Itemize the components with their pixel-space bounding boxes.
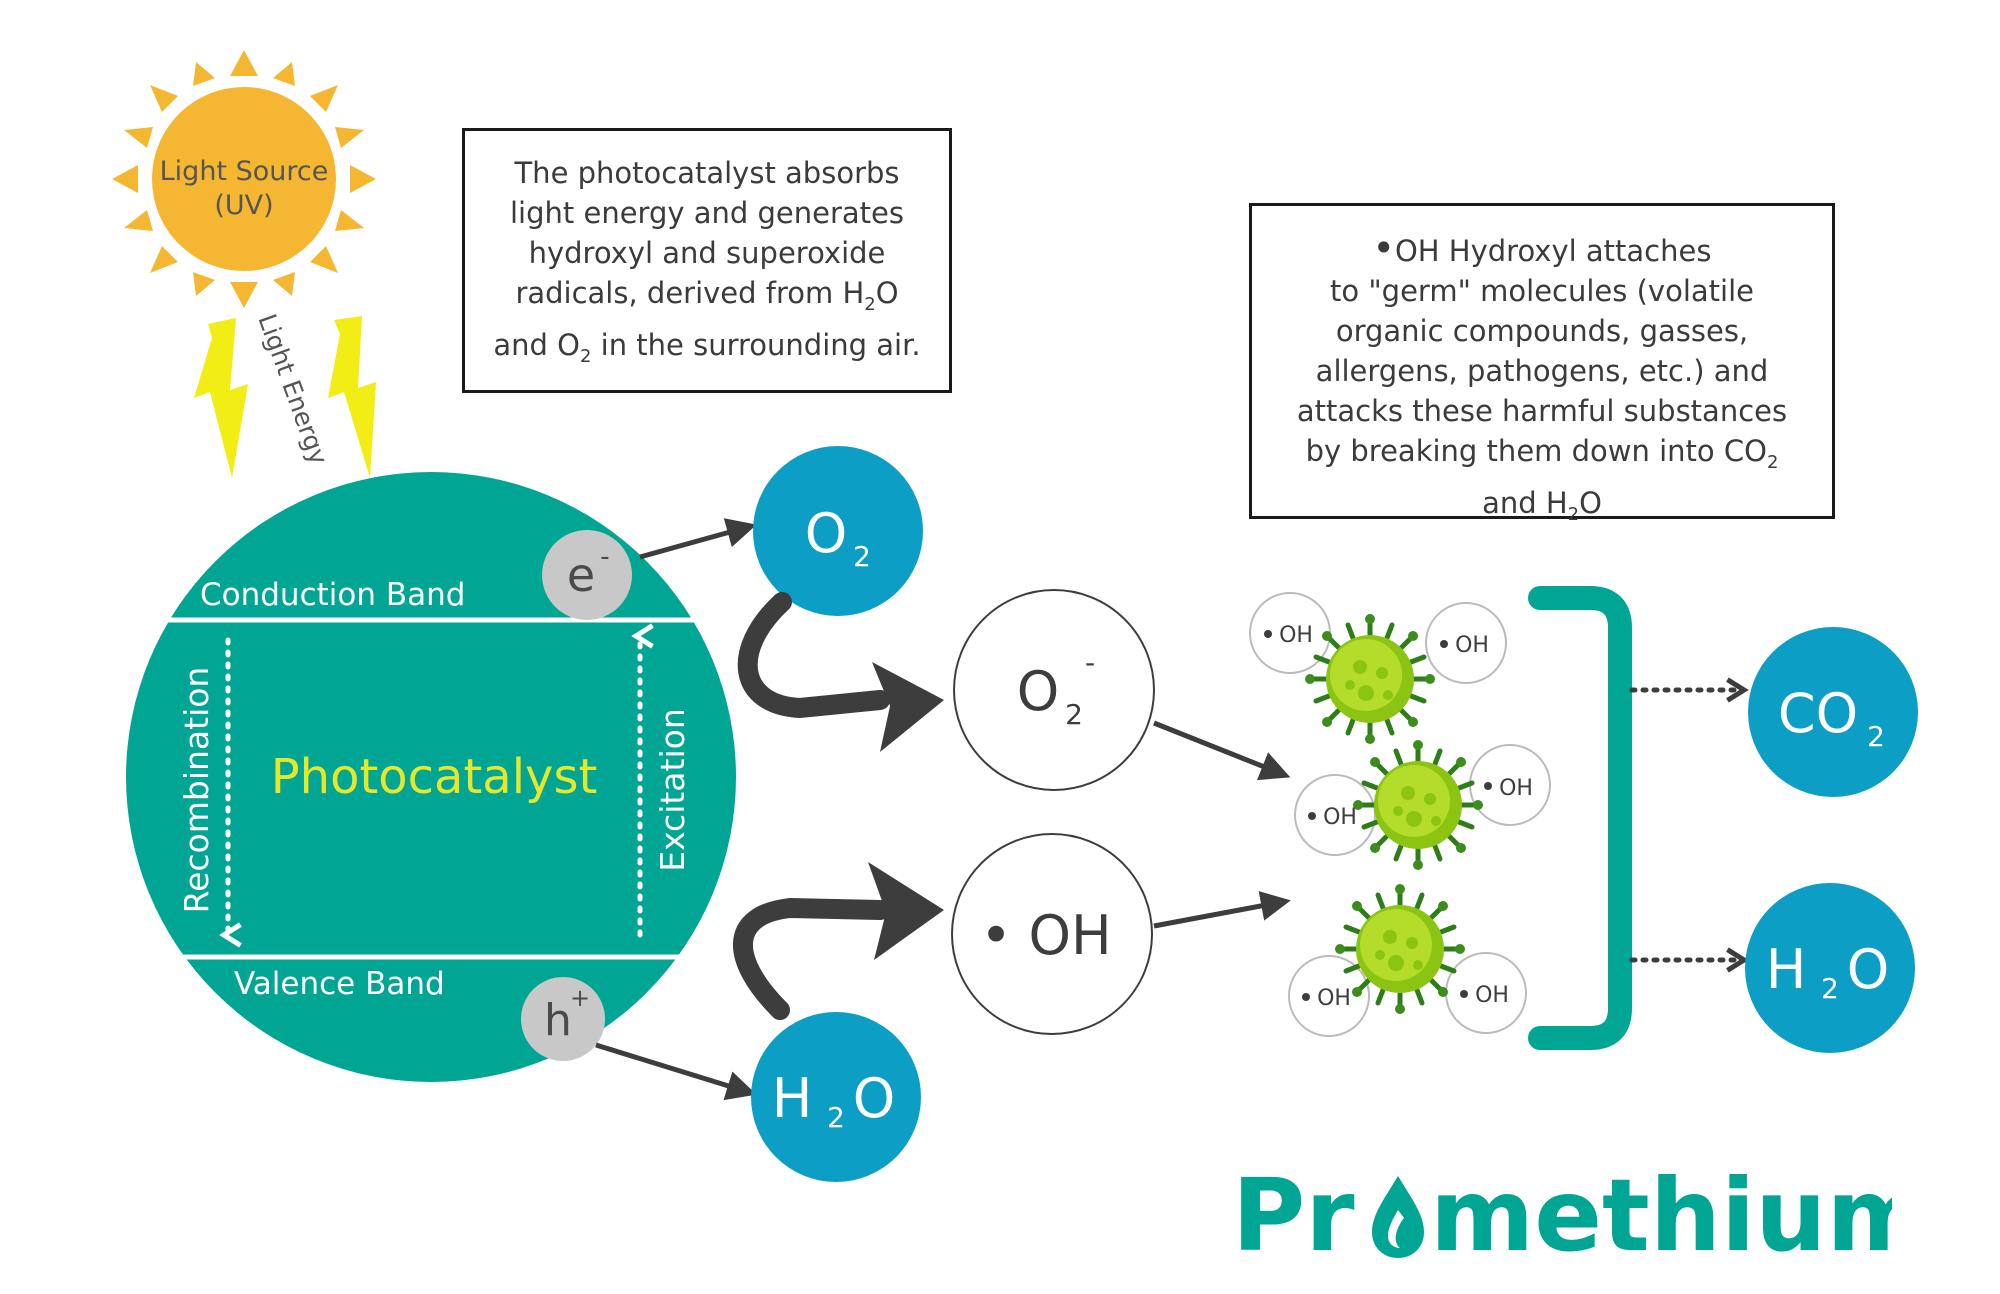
germ-icon [1305, 614, 1435, 744]
curved-arrow-o2-to-superoxide [737, 592, 890, 719]
info-text: and H [1482, 485, 1568, 520]
conduction-band-label: Conduction Band [200, 577, 465, 613]
h2o-out-o: O [1847, 938, 1890, 1001]
oh-dot [1440, 640, 1448, 648]
oh-dot [1308, 812, 1316, 820]
logo-text-end: methium [1430, 1158, 1892, 1268]
info-text: radicals, derived from H [515, 276, 865, 310]
arrow-hydroxyl-to-germs [1153, 891, 1291, 929]
hydroxyl-radical [951, 833, 1153, 1035]
curved-arrow-h2o-to-hydroxyl [733, 897, 890, 1020]
lightning-bolt-icon [328, 316, 376, 478]
oh-label: OH [1323, 805, 1357, 830]
info-line: attacks these harmful substances [1296, 394, 1788, 428]
oh-label: OH [1499, 776, 1533, 801]
info-line: radicals, derived from H2O [475, 273, 939, 325]
electron-charge: - [600, 542, 609, 572]
recombination-label: Recombination [177, 667, 216, 914]
h2o-out-h: H [1766, 938, 1807, 1001]
superoxide-charge: - [1085, 646, 1095, 679]
info-subscript: 2 [864, 293, 876, 315]
hydroxyl-symbol: OH [1028, 904, 1111, 967]
h2o-molecule [751, 1012, 921, 1182]
hole-charge: + [570, 984, 590, 1012]
hydroxyl-dot: • [980, 904, 1012, 967]
curved-arrow-head [868, 862, 944, 960]
h2o-out-subscript: 2 [1821, 972, 1839, 1005]
info-line: organic compounds, gasses, [1335, 314, 1749, 348]
light-energy-label: Light Energy [252, 310, 333, 468]
arrow-electron-to-o2 [639, 518, 757, 560]
oh-label: OH [1279, 623, 1313, 648]
bullet-dot: • [1372, 226, 1395, 270]
info-line: to "germ" molecules (volatile [1330, 274, 1754, 308]
info-line: by breaking them down into CO2 [1260, 431, 1824, 483]
info-box-hydroxyl: •OH Hydroxyl attaches to "germ" molecule… [1249, 203, 1835, 525]
photocatalyst-circle [126, 472, 736, 1082]
info-subscript: 2 [580, 345, 592, 367]
info-line: and H2O [1260, 483, 1824, 535]
info-box-photocatalyst: The photocatalyst absorbs light energy a… [462, 128, 952, 393]
info-line: •OH Hydroxyl attaches [1260, 228, 1824, 271]
info-line: hydroxyl and superoxide [528, 236, 886, 270]
oh-label: OH [1475, 983, 1509, 1008]
germ-icon [1335, 884, 1465, 1014]
electron-symbol: e [567, 548, 595, 602]
oh-label: OH [1455, 633, 1489, 658]
h2o-h: H [772, 1067, 813, 1130]
sun-icon [112, 50, 376, 308]
info-text: O [1579, 485, 1602, 520]
info-line: The photocatalyst absorbs [514, 156, 900, 190]
info-line: allergens, pathogens, etc.) and [1315, 354, 1769, 388]
co2-symbol: CO [1778, 682, 1858, 745]
h2o-o: O [853, 1067, 896, 1130]
droplet-icon [1372, 1176, 1424, 1258]
info-text: in the surrounding air. [591, 327, 921, 362]
oh-dot [1484, 782, 1492, 790]
lightning-bolt-icon [194, 318, 248, 478]
curved-arrow-head [872, 662, 944, 752]
superoxide-radical [953, 589, 1155, 791]
info-text: O [875, 276, 899, 310]
oh-dot [1460, 990, 1468, 998]
germ-icon [1353, 740, 1483, 870]
arrow-hole-to-h2o [595, 1042, 757, 1101]
co2-product [1748, 627, 1918, 797]
co2-subscript: 2 [1867, 720, 1885, 753]
h2o-subscript: 2 [827, 1101, 845, 1134]
hole-badge: h + [521, 977, 605, 1061]
germ-group-2 [1294, 740, 1551, 870]
info-subscript: 2 [1567, 503, 1580, 525]
o2-subscript: 2 [853, 540, 871, 573]
logo-text-start: Pr [1232, 1158, 1355, 1268]
promethium-logo: Pr methium [1232, 1158, 1892, 1268]
germ-group-1 [1249, 592, 1507, 744]
excitation-label: Excitation [653, 708, 692, 872]
oh-dot [1264, 630, 1272, 638]
bracket [1528, 586, 1632, 1050]
sun-label-line2: (UV) [214, 190, 273, 221]
superoxide-subscript: 2 [1065, 698, 1083, 731]
info-text: by breaking them down into CO [1305, 434, 1767, 468]
info-text: OH Hydroxyl attaches [1394, 234, 1712, 268]
sun-label-line1: Light Source [160, 156, 329, 187]
info-text: and O [493, 327, 580, 362]
h2o-product [1745, 883, 1915, 1053]
arrow-superoxide-to-germs [1153, 720, 1291, 781]
info-line: light energy and generates [509, 196, 905, 230]
superoxide-symbol: O [1017, 660, 1060, 723]
photocatalyst-label: Photocatalyst [271, 749, 598, 805]
hole-symbol: h [544, 995, 572, 1046]
germ-group-3 [1288, 884, 1527, 1037]
info-subscript: 2 [1766, 451, 1779, 473]
o2-molecule [753, 446, 923, 616]
oh-label: OH [1317, 986, 1351, 1011]
o2-symbol: O [805, 502, 848, 565]
info-line: and O2 in the surrounding air. [475, 325, 939, 377]
valence-band-label: Valence Band [234, 966, 445, 1002]
electron-badge: e - [542, 530, 632, 620]
oh-dot [1302, 993, 1310, 1001]
